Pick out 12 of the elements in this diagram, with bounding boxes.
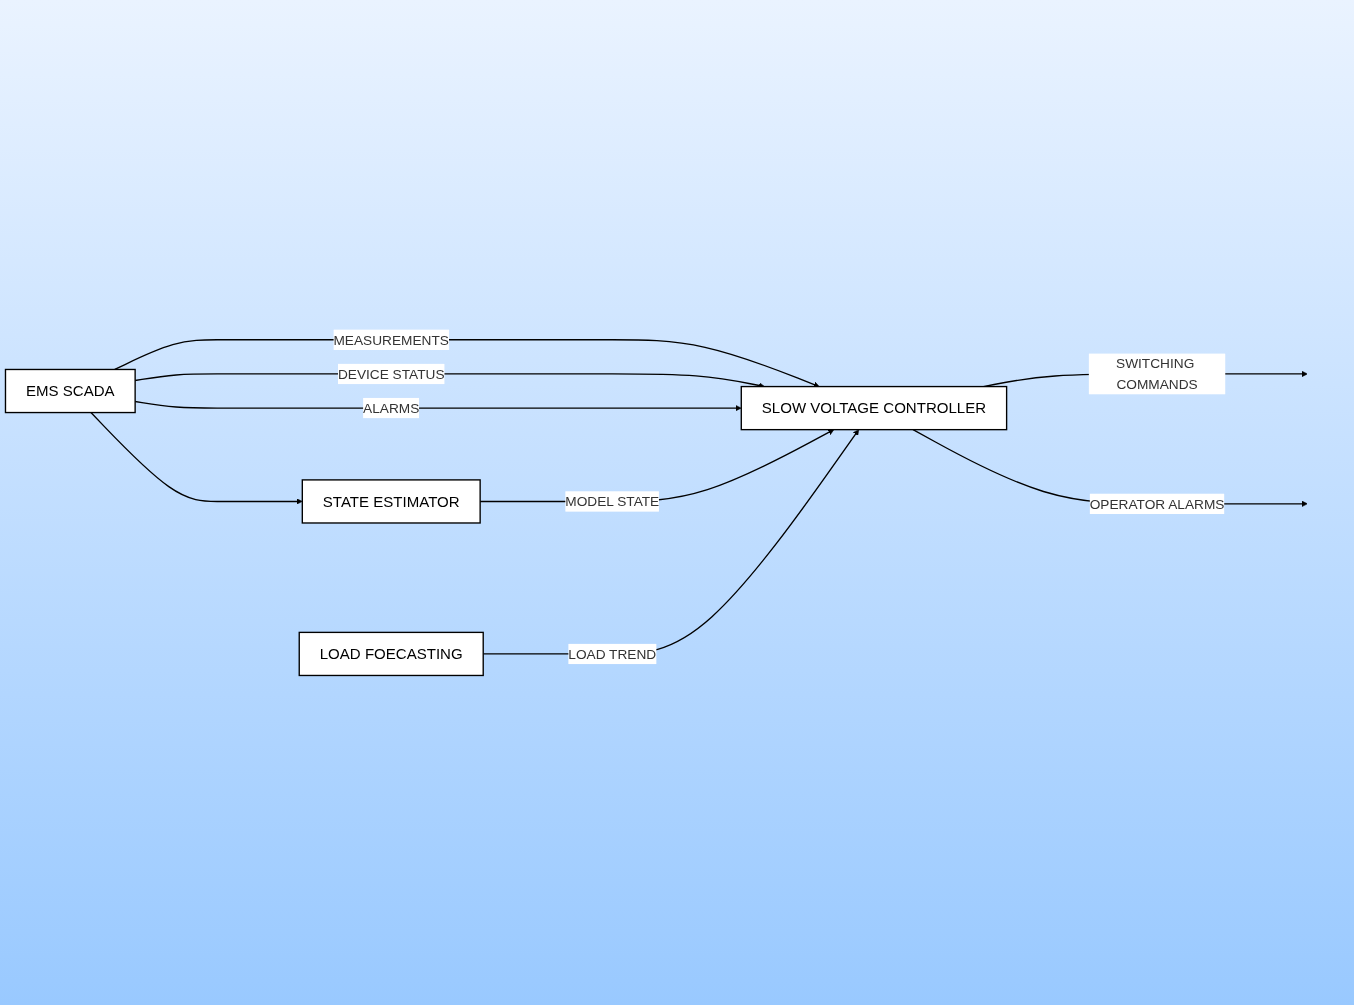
node-box: LOAD FOECASTING [298, 631, 484, 677]
edge-label: MODEL STATE [565, 493, 660, 509]
arrow [90, 411, 303, 505]
edge-label: OPERATOR ALARMS [1089, 496, 1225, 512]
edge-label: LOAD TREND [568, 646, 657, 662]
edge-label: SWITCHING COMMANDS [1116, 356, 1198, 392]
node-box: EMS SCADA [4, 368, 136, 414]
edge-label: ALARMS [363, 400, 420, 416]
node-box: STATE ESTIMATOR [301, 479, 481, 524]
node-box: SLOW VOLTAGE CONTROLLER [740, 385, 1008, 431]
edge-label: MEASUREMENTS [333, 332, 449, 348]
edge-label: DEVICE STATUS [337, 366, 445, 382]
